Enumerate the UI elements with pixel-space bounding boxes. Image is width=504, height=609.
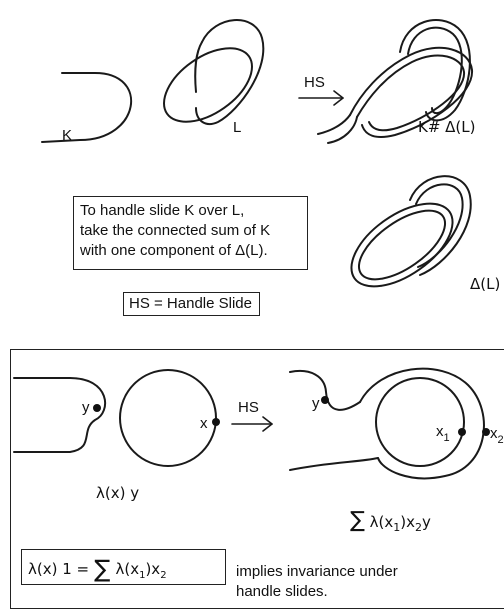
left-open-arc [13, 377, 107, 453]
legend-text: HS = Handle Slide [129, 295, 252, 312]
label-x1: x1 [436, 423, 450, 444]
delta-l-figure [350, 175, 472, 288]
label-k-sum-delta-l: K# Δ(L) [418, 118, 476, 136]
label-l: L [233, 119, 241, 136]
knot-k-arc [41, 72, 133, 143]
label-x-left: x [200, 415, 208, 432]
conclusion-line-2: handle slides. [236, 583, 328, 600]
point-x-left [212, 418, 220, 426]
formula-box: λ(x) 1 = ∑ λ(x1)x2 [21, 549, 226, 585]
explanation-line-3: with one component of Δ(L). [80, 242, 268, 259]
result-knot-k-sum-delta-l [317, 19, 474, 144]
point-y-left [93, 404, 101, 412]
hs-arrow-label-bottom: HS [238, 399, 259, 416]
explanation-line-1: To handle slide K over L, [80, 202, 245, 219]
caption-left: λ(x) y [96, 484, 139, 502]
hs-arrow-label-top: HS [304, 74, 325, 91]
hs-arrow-top [298, 90, 344, 106]
formula-rhs-sub1: 1 [139, 570, 146, 582]
point-y-right [321, 396, 329, 404]
point-x1 [458, 428, 466, 436]
formula-rhs-a: λ(x [115, 560, 140, 578]
formula-rhs-sub2: 2 [160, 570, 167, 582]
label-y-left: y [82, 399, 90, 416]
formula-rhs-b: )x [145, 560, 161, 578]
label-x2: x2 [490, 425, 504, 446]
legend-box: HS = Handle Slide [123, 292, 260, 316]
explanation-line-2: take the connected sum of K [80, 222, 271, 239]
formula-sigma: ∑ [94, 555, 111, 583]
label-delta-l: Δ(L) [470, 275, 500, 293]
right-slid-arc [289, 367, 485, 480]
explanation-box: To handle slide K over L, take the conne… [73, 196, 308, 270]
formula-lhs: λ(x) 1 = [28, 560, 90, 578]
hs-arrow-bottom [231, 416, 273, 432]
label-y-right: y [312, 395, 320, 412]
label-k: K [62, 127, 72, 144]
caption-right: ∑ λ(x1)x2y [350, 508, 431, 534]
conclusion-line-1: implies invariance under [236, 563, 398, 580]
point-x2 [482, 428, 490, 436]
link-l [163, 19, 265, 126]
